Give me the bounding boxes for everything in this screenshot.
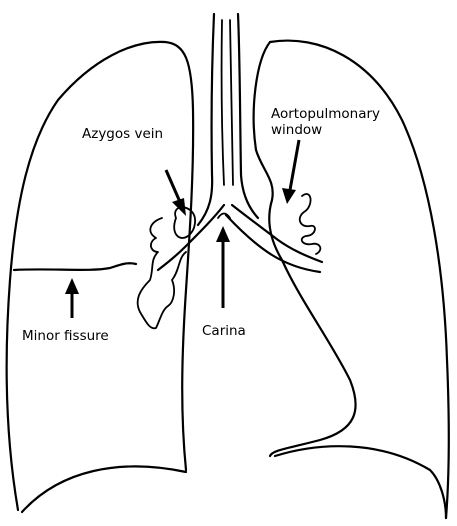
- label-minor-fissure: Minor fissure: [22, 328, 109, 344]
- azygos-arrow-shaft: [166, 170, 180, 202]
- trachea-inner-right: [230, 20, 233, 185]
- right-lung-outline: [7, 42, 193, 510]
- trachea-right-wall: [238, 14, 258, 218]
- right-lung-base: [22, 466, 186, 512]
- aortopulmonary-loops: [300, 194, 321, 254]
- label-aortopulmonary-line1: Aortopulmonary: [271, 106, 380, 122]
- label-carina: Carina: [202, 323, 246, 339]
- trachea-inner-left: [222, 20, 224, 185]
- right-hilar-vessels: [138, 218, 186, 328]
- aorto-arrow-shaft: [290, 140, 299, 190]
- left-lung-mediastinal-border: [254, 42, 356, 456]
- minor-fissure-arrow-head: [65, 278, 79, 294]
- label-aortopulmonary-line2: window: [271, 122, 322, 138]
- left-lung-base: [275, 446, 446, 518]
- aorto-arrow-head: [282, 188, 296, 204]
- label-azygos-vein: Azygos vein: [82, 126, 163, 142]
- minor-fissure-line: [14, 263, 136, 270]
- trachea-left-wall: [198, 14, 214, 225]
- carina-arrow-head: [216, 226, 230, 242]
